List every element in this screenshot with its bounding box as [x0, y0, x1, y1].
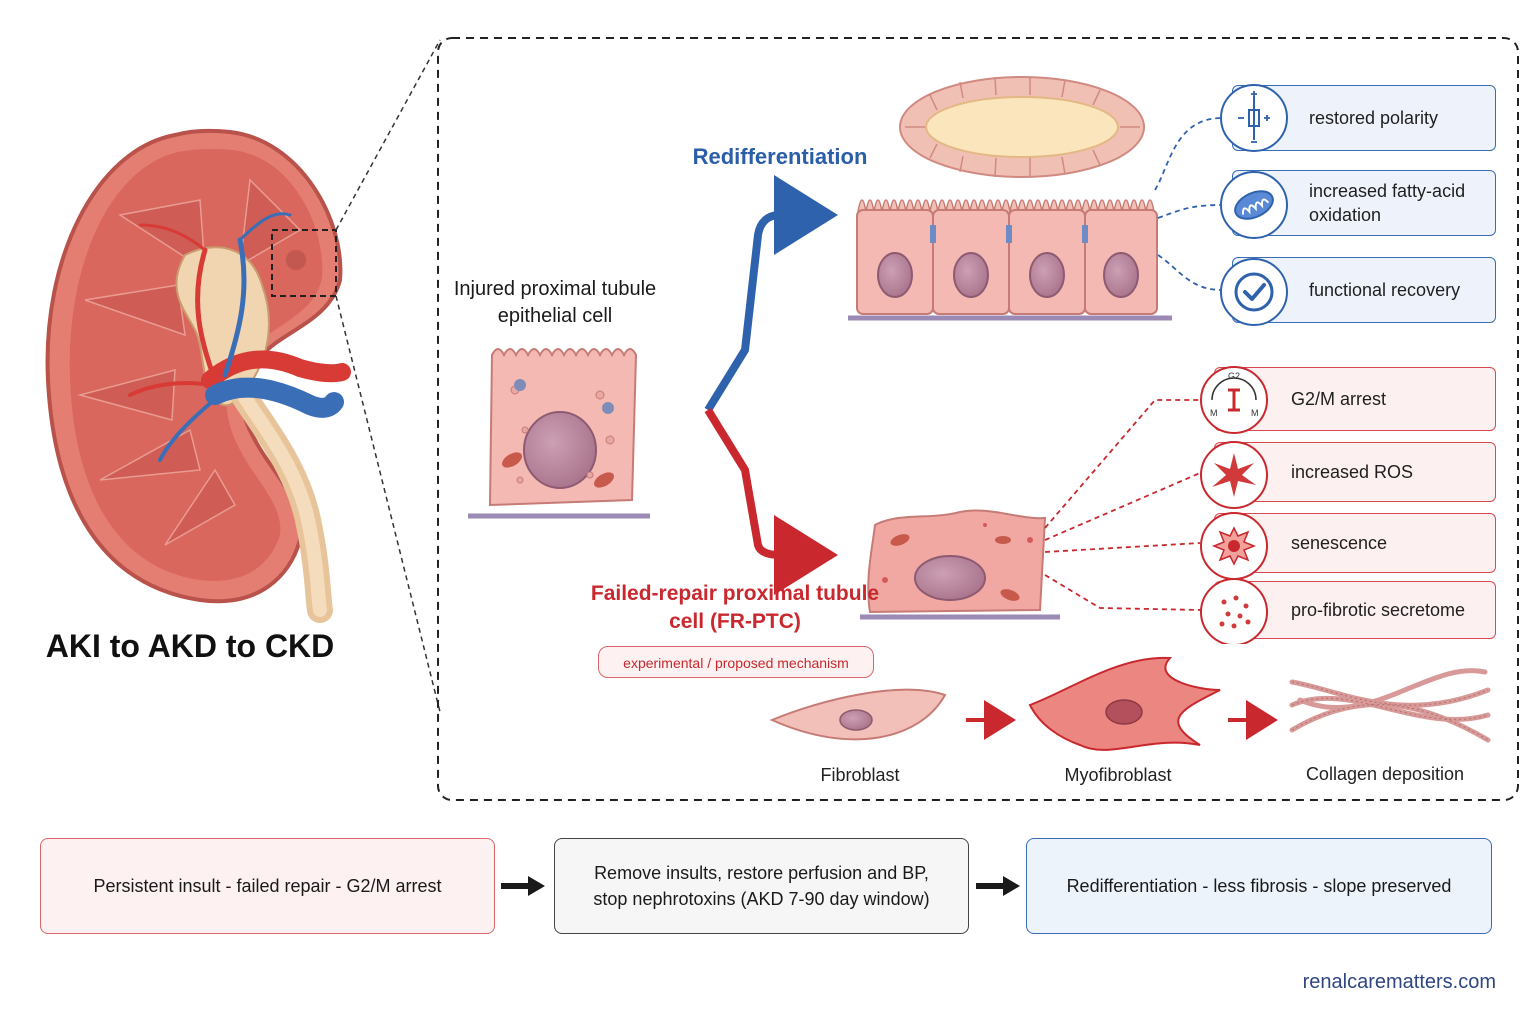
recovery-connectors — [1154, 117, 1223, 291]
feature-label: pro-fibrotic secretome — [1291, 600, 1466, 620]
flow-step-intervention: Remove insults, restore perfusion and BP… — [554, 838, 969, 934]
flow-step-label: Redifferentiation - less fibrosis - slop… — [1066, 876, 1452, 896]
failed-icons: G2 M M — [1200, 366, 1268, 644]
flow-step-redifferentiation: Redifferentiation - less fibrosis - slop… — [1026, 838, 1492, 934]
feature-label: G2/M arrest — [1291, 389, 1387, 409]
failed-repair-cell-illustration — [860, 509, 1060, 620]
source-credit: renalcarematters.com — [1302, 971, 1496, 993]
senescent-cell-icon — [1200, 512, 1268, 580]
page-title: AKI to AKD to CKD — [45, 628, 335, 664]
ros-burst-icon — [1200, 441, 1268, 509]
healthy-epithelium-illustration — [848, 76, 1172, 321]
feature-label: increased fatty-acid oxidation — [1309, 181, 1466, 225]
feature-label: senescence — [1291, 533, 1388, 553]
svg-text:M: M — [1210, 408, 1218, 418]
cell-cycle-arrest-icon: G2 M M — [1200, 366, 1268, 434]
svg-text:G2: G2 — [1228, 371, 1240, 381]
zoom-connector-lines — [335, 39, 441, 713]
feature-label: functional recovery — [1309, 280, 1461, 300]
flow-step-failed-repair: Persistent insult - failed repair - G2/M… — [40, 838, 495, 934]
flow-step-label: Persistent insult - failed repair - G2/M… — [93, 876, 442, 896]
redifferentiation-label: Redifferentiation — [692, 144, 868, 169]
feature-label: increased ROS — [1291, 462, 1414, 482]
zoom-panel-border — [437, 37, 1519, 801]
injured-cell-illustration — [468, 348, 650, 519]
myofibroblast-label: Myofibroblast — [1064, 765, 1172, 785]
kidney-illustration — [45, 129, 351, 623]
checkmark-icon — [1220, 258, 1288, 326]
injured-cell-label: Injured proximal tubule epithelial cell — [453, 278, 657, 327]
feature-label: restored polarity — [1309, 108, 1439, 128]
recovery-icons — [1220, 84, 1288, 326]
mitochondrion-icon — [1220, 171, 1288, 239]
polarity-icon — [1220, 84, 1288, 152]
bottom-flow-arrows — [501, 876, 1020, 896]
failed-repair-label: Failed-repair proximal tubule cell (FR-P… — [590, 582, 880, 633]
secretome-dots-icon — [1200, 578, 1268, 644]
failed-connectors — [1044, 399, 1203, 611]
branch-arrows — [652, 175, 838, 595]
collagen-deposition-label: Collagen deposition — [1305, 764, 1465, 784]
fibroblast-label: Fibroblast — [820, 765, 900, 785]
svg-text:M: M — [1251, 408, 1259, 418]
experimental-badge: experimental / proposed mechanism — [598, 646, 874, 678]
fibrosis-illustration — [769, 656, 1491, 751]
flow-step-label: Remove insults, restore perfusion and BP… — [593, 863, 930, 909]
